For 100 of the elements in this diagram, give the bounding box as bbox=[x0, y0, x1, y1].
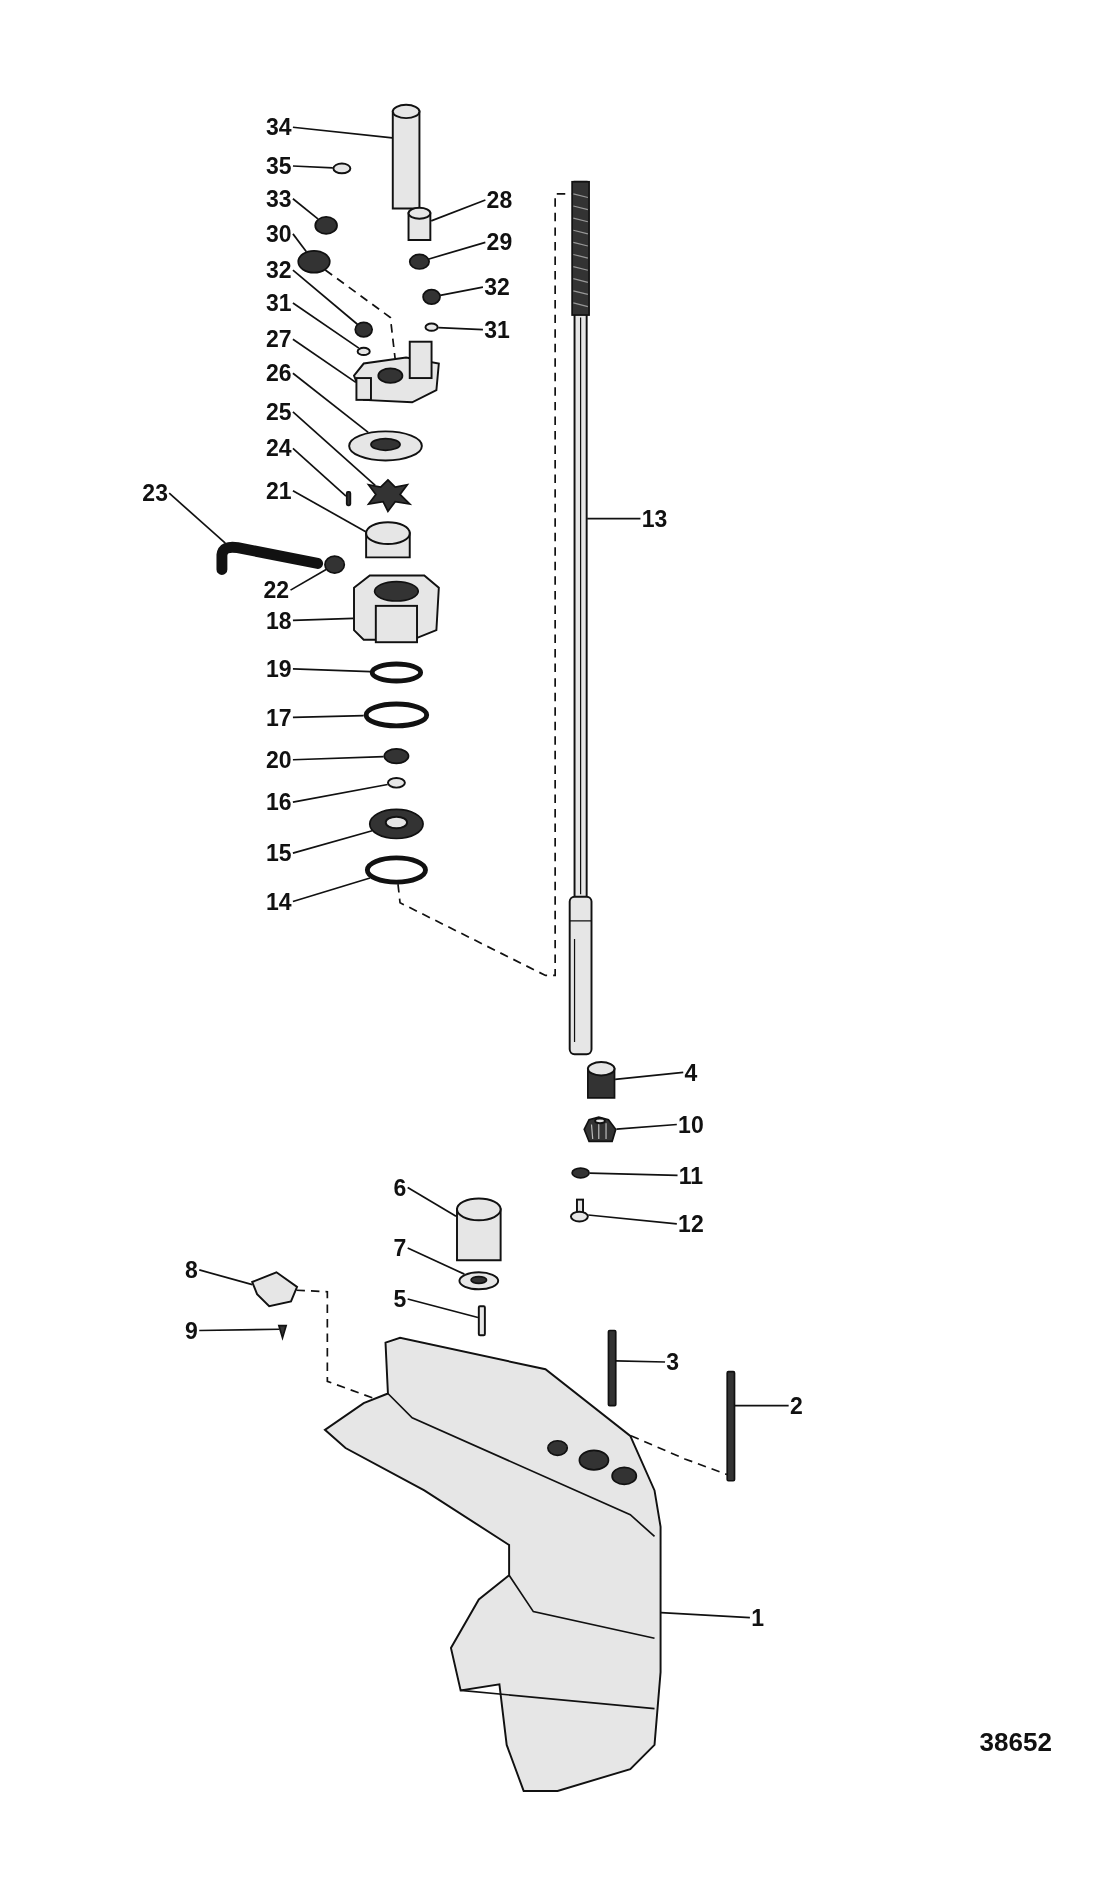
water-pump-body-drawing bbox=[353, 574, 440, 644]
grommet-drawing bbox=[422, 288, 441, 305]
alignment-line bbox=[397, 193, 573, 977]
leader-line bbox=[615, 1360, 666, 1363]
drive-shaft-drawing bbox=[568, 180, 593, 1056]
callout-number: 27 bbox=[266, 327, 292, 351]
leader-line bbox=[198, 1269, 254, 1286]
callout-number: 9 bbox=[185, 1319, 198, 1343]
callout-number: 17 bbox=[266, 706, 292, 730]
leader-line bbox=[587, 1214, 678, 1225]
callout-number: 5 bbox=[393, 1287, 407, 1311]
callout-number: 31 bbox=[266, 291, 292, 315]
seal-drawing bbox=[297, 250, 331, 274]
leader-line bbox=[292, 783, 389, 803]
clip-drawing bbox=[250, 1271, 299, 1308]
leader-line bbox=[292, 233, 308, 253]
pinion-gear-drawing bbox=[583, 1116, 617, 1143]
leader-line bbox=[615, 1123, 678, 1131]
leader-line bbox=[406, 1186, 457, 1218]
stud-drawing bbox=[607, 1329, 617, 1407]
stud-drawing bbox=[726, 1370, 736, 1482]
leader-line bbox=[733, 1404, 790, 1407]
washer-drawing bbox=[458, 1271, 500, 1291]
callout-number: 32 bbox=[266, 258, 292, 282]
callout-number: 7 bbox=[393, 1237, 407, 1260]
callout-number: 32 bbox=[484, 275, 510, 299]
plate-drawing bbox=[348, 430, 423, 462]
callout-number: 31 bbox=[484, 318, 510, 342]
bushing-drawing bbox=[407, 206, 432, 241]
bearing-drawing bbox=[368, 808, 424, 840]
leader-line bbox=[292, 829, 374, 854]
leader-line bbox=[292, 617, 355, 622]
screw-drawing bbox=[277, 1324, 288, 1341]
leader-line bbox=[292, 755, 385, 761]
leader-line bbox=[292, 302, 360, 349]
callout-number: 34 bbox=[266, 115, 292, 139]
callout-number: 26 bbox=[266, 361, 292, 385]
insert-drawing bbox=[365, 521, 411, 559]
leader-line bbox=[292, 197, 319, 220]
leader-line bbox=[586, 517, 642, 520]
drive-tube-drawing bbox=[391, 103, 421, 210]
leader-line bbox=[292, 126, 394, 139]
washer-drawing bbox=[356, 346, 371, 356]
callout-number: 25 bbox=[266, 400, 292, 424]
pin-drawing bbox=[345, 491, 352, 507]
o-ring-drawing bbox=[369, 661, 424, 684]
bolt-drawing bbox=[569, 1198, 589, 1223]
pump-cover-drawing bbox=[352, 340, 440, 404]
callout-number: 28 bbox=[486, 188, 513, 212]
gasket-drawing bbox=[363, 701, 430, 729]
callout-number: 10 bbox=[678, 1113, 704, 1137]
leader-line bbox=[292, 269, 359, 326]
callout-number: 13 bbox=[641, 507, 668, 531]
callout-number: 12 bbox=[678, 1212, 704, 1236]
leader-line bbox=[198, 1328, 281, 1332]
callout-number: 4 bbox=[684, 1061, 698, 1085]
bushing-drawing bbox=[586, 1061, 616, 1099]
impeller-drawing bbox=[366, 478, 413, 513]
callout-number: 15 bbox=[266, 841, 292, 865]
leader-line bbox=[660, 1611, 751, 1619]
callout-number: 21 bbox=[266, 479, 292, 503]
callout-number: 20 bbox=[266, 748, 292, 772]
leader-line bbox=[614, 1071, 685, 1081]
callout-number: 33 bbox=[266, 187, 292, 211]
water-tube-drawing bbox=[216, 541, 324, 575]
leader-line bbox=[292, 447, 347, 498]
leader-line bbox=[588, 1172, 679, 1177]
leader-line bbox=[292, 714, 365, 719]
leader-line bbox=[292, 668, 372, 673]
callout-number: 35 bbox=[266, 154, 292, 178]
washer-drawing bbox=[424, 322, 439, 332]
callout-number: 22 bbox=[263, 578, 290, 602]
leader-line bbox=[289, 568, 327, 591]
alignment-line bbox=[630, 1434, 728, 1476]
leader-line bbox=[439, 286, 484, 297]
washer-drawing bbox=[571, 1167, 590, 1179]
grommet-drawing bbox=[324, 555, 346, 574]
washer-drawing bbox=[383, 748, 410, 765]
leader-line bbox=[437, 326, 484, 331]
callout-number: 14 bbox=[266, 890, 292, 914]
seal-drawing bbox=[314, 216, 338, 235]
leader-line bbox=[428, 241, 487, 260]
alignment-line bbox=[324, 269, 396, 360]
callout-number: 18 bbox=[266, 609, 292, 633]
leader-line bbox=[292, 877, 371, 903]
alignment-line bbox=[295, 1289, 375, 1400]
leader-line bbox=[430, 199, 487, 222]
callout-number: 1 bbox=[751, 1606, 764, 1630]
leader-line bbox=[292, 411, 377, 487]
callout-number: 24 bbox=[266, 437, 292, 460]
callout-number: 16 bbox=[266, 790, 292, 814]
callout-number: 30 bbox=[266, 222, 292, 246]
leader-line bbox=[292, 338, 357, 384]
ring-drawing bbox=[364, 855, 428, 885]
callout-number: 2 bbox=[789, 1394, 803, 1418]
callout-number: 8 bbox=[185, 1258, 198, 1282]
leader-line bbox=[292, 165, 334, 169]
leader-line bbox=[168, 492, 227, 545]
pin-drawing bbox=[477, 1305, 486, 1337]
leader-line bbox=[292, 372, 370, 434]
